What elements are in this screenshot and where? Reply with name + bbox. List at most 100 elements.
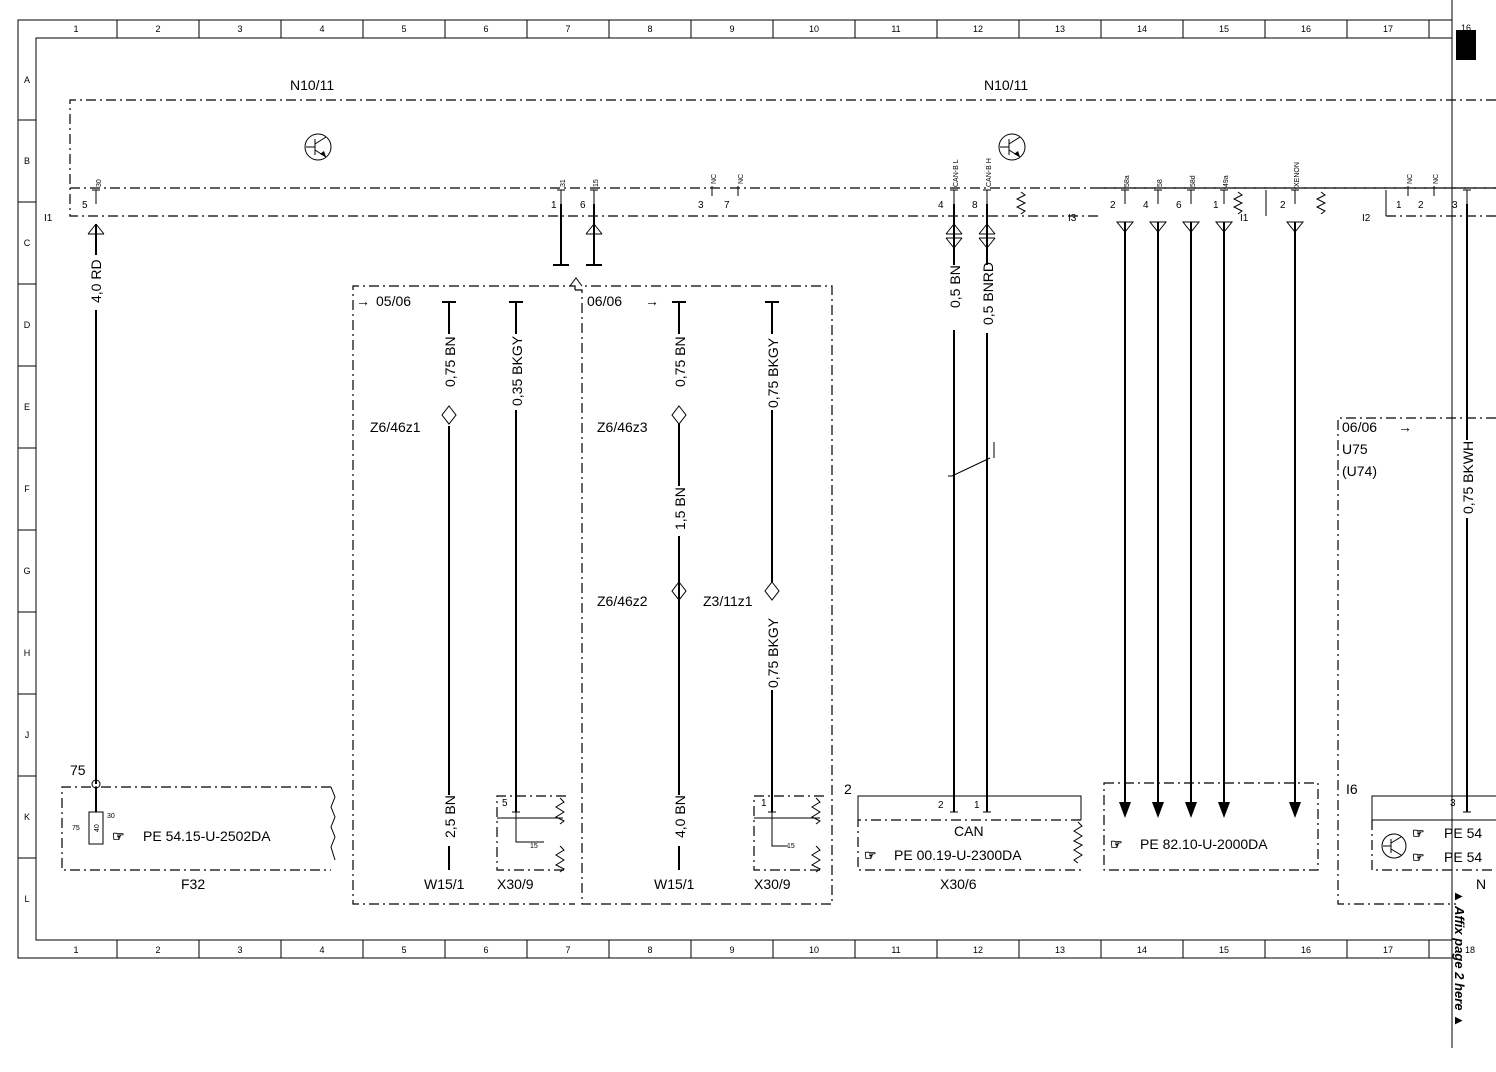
- splice-icon: [764, 581, 780, 601]
- affix-note: ▲ Affix page 2 here ▲: [1452, 890, 1467, 1027]
- fuse-icon: [88, 811, 104, 845]
- col-label: 2: [155, 945, 160, 955]
- wire-label: 2,5 BN: [442, 795, 458, 838]
- pin-number: 6: [580, 200, 586, 211]
- pin-function: XENON: [1294, 162, 1301, 187]
- connector-label-i2: I2: [1362, 213, 1371, 224]
- component-label: W15/1: [654, 876, 695, 892]
- col-label: 9: [729, 24, 734, 34]
- wire-label: 0,35 BKGY: [509, 335, 525, 406]
- pin-number: 2: [938, 800, 944, 811]
- col-label: 16: [1301, 24, 1311, 34]
- wire-label: 0,75 BN: [442, 336, 458, 387]
- connector-label-i1: I1: [44, 213, 53, 224]
- col-label: 5: [401, 24, 406, 34]
- hand-pointer-icon: ☞: [1412, 849, 1425, 865]
- pin-function: NC: [711, 174, 718, 184]
- wire-label: 0,75 BN: [672, 336, 688, 387]
- splice-label: Z6/46z1: [370, 419, 421, 435]
- row-label: E: [24, 402, 30, 412]
- col-label: 17: [1383, 945, 1393, 955]
- col-label: 11: [891, 945, 900, 955]
- col-label: 3: [237, 24, 242, 34]
- arrow-icon: →: [1398, 419, 1412, 435]
- row-label: J: [25, 730, 30, 740]
- row-ticks: [18, 119, 36, 859]
- col-label: 3: [237, 945, 242, 955]
- variant-box-06-06: 06/06 → 0,75 BN Z6/46z3 1,5 BN Z6/46z2 4…: [575, 285, 833, 905]
- wire-label: 0,75 BKWH: [1460, 441, 1476, 514]
- row-label: F: [24, 484, 30, 494]
- col-label: 9: [729, 945, 734, 955]
- pin-number: 1: [974, 800, 980, 811]
- col-label: 10: [809, 24, 819, 34]
- module-n10-11: N10/11 N10/11 I1 I3 I1 I2: [44, 77, 1496, 224]
- variant-ref: 05/06: [376, 293, 411, 309]
- reference-text: PE 00.19-U-2300DA: [894, 847, 1022, 863]
- col-label: 18: [1465, 945, 1475, 955]
- pin-number: 1: [1396, 200, 1402, 211]
- lighting-block: ☞ PE 82.10-U-2000DA: [1103, 782, 1319, 871]
- col-label: 13: [1055, 945, 1065, 955]
- wire-label: 1,5 BN: [672, 487, 688, 530]
- hand-pointer-icon: ☞: [1412, 825, 1425, 841]
- col-label: 6: [483, 945, 488, 955]
- splice-icon: [671, 405, 687, 425]
- splice-icon: [671, 581, 687, 601]
- connector-label-i3: I3: [1068, 213, 1077, 224]
- pin-number: 5: [82, 200, 88, 211]
- page-corner-block: [1456, 30, 1476, 60]
- col-label: 7: [565, 24, 570, 34]
- pin-number: 3: [698, 200, 704, 211]
- pin-function: NC: [1433, 174, 1440, 184]
- col-label: 14: [1137, 24, 1147, 34]
- hand-pointer-icon: ☞: [1110, 836, 1123, 852]
- col-label: 5: [401, 945, 406, 955]
- transistor-icon: [998, 133, 1026, 161]
- resistor-icon: [554, 797, 565, 873]
- pin-number: 2: [1110, 200, 1116, 211]
- col-label: 6: [483, 24, 488, 34]
- hand-pointer-icon: ☞: [864, 847, 877, 863]
- wire-label: 0,75 BKGY: [765, 337, 781, 408]
- wire-label: 0,75 BKGY: [765, 617, 781, 688]
- row-label: C: [24, 238, 31, 248]
- pin-function: 30: [96, 179, 103, 187]
- resistor-icon: [810, 797, 821, 873]
- reference-text: PE 82.10-U-2000DA: [1140, 836, 1268, 852]
- arrow-icon: →: [645, 293, 659, 309]
- module-title-right: N10/11: [984, 77, 1028, 93]
- row-label: H: [24, 648, 31, 658]
- col-label: 15: [1219, 945, 1229, 955]
- variant-box-05-06: → 05/06 0,75 BN Z6/46z1 2,5 BN W15/1 0,3…: [352, 277, 583, 905]
- col-label: 8: [647, 945, 652, 955]
- pin-number: 2: [1280, 200, 1286, 211]
- pin-number: 1: [551, 200, 557, 211]
- col-label: 12: [973, 24, 983, 34]
- resistor-icon: [1072, 821, 1084, 864]
- resistor-icon: [1015, 191, 1027, 215]
- pin-number: 4: [1143, 200, 1149, 211]
- col-label: 1: [73, 24, 78, 34]
- reference-text: PE 54: [1444, 825, 1482, 841]
- fuse-block-f32: 75 40 30 75 ☞ PE 54.15-U-2502DA F32: [61, 762, 336, 892]
- page-corner-number: 16: [1461, 23, 1471, 33]
- node-label: 2: [844, 781, 852, 797]
- node-label: 75: [70, 762, 86, 778]
- hand-pointer-icon: ☞: [112, 828, 125, 844]
- row-label: A: [24, 75, 30, 85]
- module-title-left: N10/11: [290, 77, 334, 93]
- col-label: 15: [1219, 24, 1229, 34]
- bus-label: CAN: [954, 823, 984, 839]
- row-label: B: [24, 156, 30, 166]
- row-label: D: [24, 320, 31, 330]
- pin-number: 7: [724, 200, 730, 211]
- col-label: 13: [1055, 24, 1065, 34]
- variant-ref: 06/06: [1342, 419, 1377, 435]
- variant-ref: 06/06: [587, 293, 622, 309]
- splice-icon: [441, 405, 457, 425]
- pin-number: 30: [107, 813, 115, 820]
- pin-function: 58: [1157, 179, 1164, 187]
- col-label: 4: [319, 945, 324, 955]
